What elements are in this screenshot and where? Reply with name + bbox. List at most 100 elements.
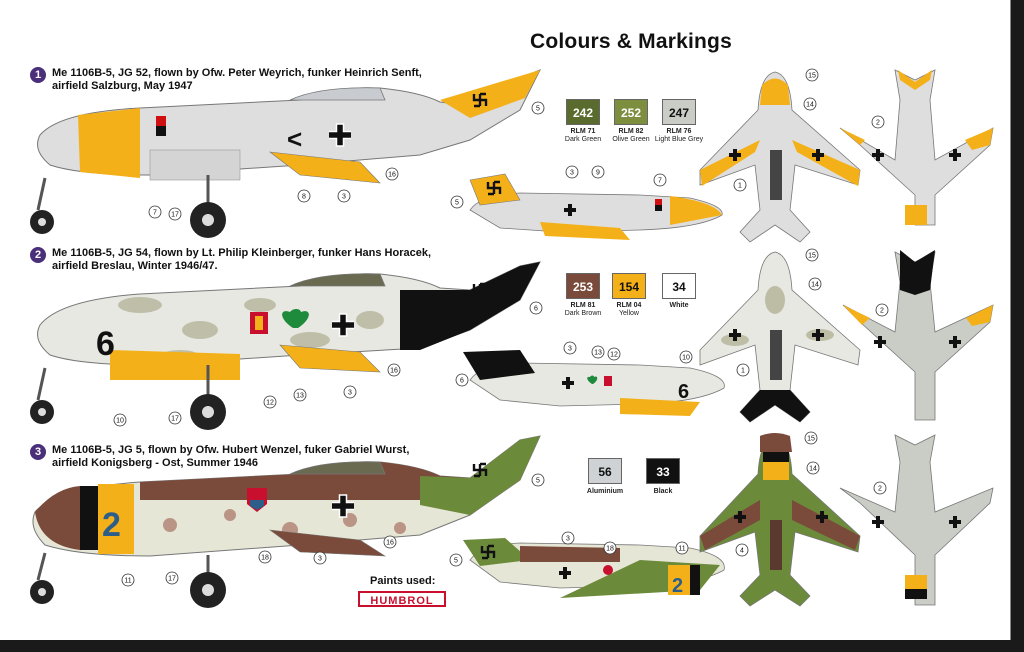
scheme-1-side-view: < — [30, 69, 542, 238]
swatch-34-label: White — [669, 302, 689, 309]
swatch-33: 33 — [646, 458, 680, 484]
svg-text:18: 18 — [261, 555, 269, 562]
callout-14: 14 — [806, 461, 820, 475]
scheme-3-badge: 3 — [30, 444, 46, 460]
scheme-2-top-view — [699, 251, 861, 423]
svg-text:14: 14 — [809, 466, 817, 473]
callout-15: 15 — [804, 431, 818, 445]
svg-text:17: 17 — [171, 212, 179, 219]
scheme-2-small-code: 6 — [678, 381, 689, 403]
svg-text:14: 14 — [806, 102, 814, 109]
callout-2: 2 — [873, 481, 887, 495]
svg-text:7: 7 — [153, 210, 157, 217]
svg-text:8: 8 — [302, 194, 306, 201]
svg-text:12: 12 — [610, 352, 618, 359]
callout-9: 9 — [591, 165, 605, 179]
svg-text:3: 3 — [318, 556, 322, 563]
callout-6: 6 — [455, 373, 469, 387]
svg-text:18: 18 — [606, 546, 614, 553]
svg-text:3: 3 — [568, 346, 572, 353]
svg-text:6: 6 — [460, 378, 464, 385]
callout-12: 12 — [263, 395, 277, 409]
svg-text:16: 16 — [386, 540, 394, 547]
svg-text:1: 1 — [738, 183, 742, 190]
scheme-3-bottom-view — [839, 434, 994, 606]
callout-5: 5 — [450, 195, 464, 209]
callout-18: 18 — [258, 550, 272, 564]
svg-text:11: 11 — [678, 546, 685, 553]
svg-text:2: 2 — [876, 120, 880, 127]
callout-18: 18 — [603, 541, 617, 555]
page-title: Colours & Markings — [530, 30, 732, 53]
scheme-1-top-view — [699, 71, 861, 243]
svg-text:3: 3 — [566, 536, 570, 543]
callout-3: 3 — [561, 531, 575, 545]
scheme-3-caption: Me 1106B-5, JG 5, flown by Ofw. Hubert W… — [52, 444, 410, 469]
swatch-242: 242 — [566, 99, 600, 125]
svg-text:3: 3 — [342, 194, 346, 201]
callout-14: 14 — [803, 97, 817, 111]
svg-text:5: 5 — [536, 106, 540, 113]
callout-16: 16 — [387, 363, 401, 377]
svg-text:13: 13 — [594, 350, 602, 357]
callout-3: 3 — [563, 341, 577, 355]
scheme-3-small-profile: 2 — [463, 538, 725, 598]
scheme-3-side-view: 2 — [30, 435, 541, 608]
callout-3: 3 — [337, 189, 351, 203]
scheme-2-badge: 2 — [30, 247, 46, 263]
svg-text:5: 5 — [455, 200, 459, 207]
svg-text:16: 16 — [390, 368, 398, 375]
callout-1: 1 — [736, 363, 750, 377]
callout-11: 11 — [675, 541, 689, 555]
scheme-1-bottom-view — [839, 69, 994, 226]
scheme-2-bottom-view — [842, 250, 994, 421]
scheme-1-code: < — [287, 124, 302, 154]
callout-15: 15 — [805, 248, 819, 262]
callout-7: 7 — [653, 173, 667, 187]
scheme-2-small-profile: 6 — [463, 350, 725, 416]
paints-used-label: Paints used: — [370, 575, 436, 587]
callout-7: 7 — [148, 205, 162, 219]
callout-2: 2 — [875, 303, 889, 317]
svg-text:9: 9 — [596, 170, 600, 177]
callout-15: 15 — [805, 68, 819, 82]
scheme-3-code: 2 — [102, 506, 121, 544]
swatch-33-label: Black — [653, 488, 673, 495]
callout-12: 12 — [607, 347, 621, 361]
svg-text:16: 16 — [388, 172, 396, 179]
scheme-2-code: 6 — [96, 325, 115, 363]
svg-text:17: 17 — [171, 416, 179, 423]
svg-text:7: 7 — [658, 178, 662, 185]
svg-text:10: 10 — [682, 355, 690, 362]
scheme-3-small-code: 2 — [672, 575, 683, 597]
callout-3: 3 — [565, 165, 579, 179]
humbrol-logo: HUMBROL — [358, 591, 446, 607]
callout-11: 11 — [121, 573, 135, 587]
swatch-253: 253 — [566, 273, 600, 299]
callout-1: 1 — [733, 178, 747, 192]
scheme-3-top-view — [699, 433, 861, 607]
scheme-2-caption: Me 1106B-5, JG 54, flown by Lt. Philip K… — [52, 247, 432, 272]
svg-text:6: 6 — [534, 306, 538, 313]
callout-3: 3 — [313, 551, 327, 565]
callout-10: 10 — [113, 413, 127, 427]
svg-text:3: 3 — [348, 390, 352, 397]
svg-text:3: 3 — [570, 170, 574, 177]
callout-8: 8 — [297, 189, 311, 203]
svg-text:12: 12 — [266, 400, 274, 407]
scheme-1-badge: 1 — [30, 67, 46, 83]
callout-5: 5 — [531, 473, 545, 487]
callout-17: 17 — [168, 207, 182, 221]
svg-text:4: 4 — [740, 548, 744, 555]
callout-14: 14 — [808, 277, 822, 291]
svg-text:11: 11 — [124, 578, 131, 585]
callout-17: 17 — [168, 411, 182, 425]
callout-13: 13 — [591, 345, 605, 359]
callout-16: 16 — [383, 535, 397, 549]
callout-16: 16 — [385, 167, 399, 181]
callout-4: 4 — [735, 543, 749, 557]
